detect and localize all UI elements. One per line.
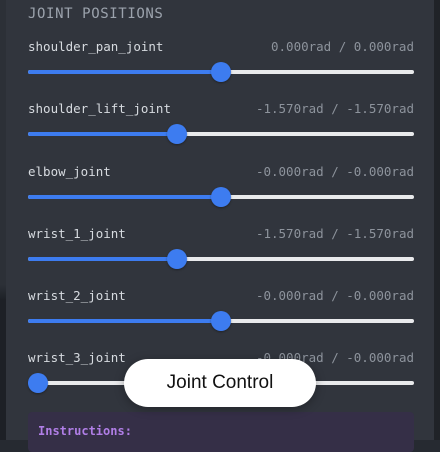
slider-thumb[interactable]	[28, 373, 48, 393]
joint-value: -1.570rad / -1.570rad	[255, 226, 414, 241]
joint-row-wrist-2: wrist_2_joint -0.000rad / -0.000rad	[28, 288, 414, 340]
slider-thumb[interactable]	[167, 124, 188, 144]
joint-value: -1.570rad / -1.570rad	[255, 101, 414, 116]
joint-row-elbow: elbow_joint -0.000rad / -0.000rad	[28, 164, 414, 216]
joint-name: elbow_joint	[28, 164, 111, 179]
joint-row-shoulder-pan: shoulder_pan_joint 0.000rad / 0.000rad	[28, 39, 414, 91]
panel-title: JOINT POSITIONS	[28, 6, 164, 22]
slider-fill	[28, 70, 221, 74]
slider-thumb[interactable]	[211, 187, 231, 207]
joint-name: shoulder_lift_joint	[28, 101, 171, 116]
joint-name: shoulder_pan_joint	[28, 39, 164, 54]
elbow-slider[interactable]	[28, 186, 414, 208]
joint-row-shoulder-lift: shoulder_lift_joint -1.570rad / -1.570ra…	[28, 101, 414, 153]
slider-fill	[28, 132, 178, 136]
wrist-2-slider[interactable]	[28, 310, 414, 332]
shoulder-lift-slider[interactable]	[28, 123, 414, 145]
slider-fill	[28, 257, 178, 261]
instructions-box: Instructions:	[28, 412, 414, 452]
joint-value: -0.000rad / -0.000rad	[255, 164, 414, 179]
toast-notification: Joint Control	[124, 359, 316, 407]
slider-fill	[28, 319, 221, 323]
joint-name: wrist_2_joint	[28, 288, 126, 303]
slider-track	[28, 257, 414, 261]
joint-value: -0.000rad / -0.000rad	[255, 288, 414, 303]
background-edge-right	[434, 0, 440, 440]
joint-row-wrist-1: wrist_1_joint -1.570rad / -1.570rad	[28, 226, 414, 278]
wrist-1-slider[interactable]	[28, 248, 414, 270]
slider-track	[28, 132, 414, 136]
joint-name: wrist_3_joint	[28, 350, 126, 365]
joint-name: wrist_1_joint	[28, 226, 126, 241]
slider-thumb[interactable]	[211, 311, 231, 331]
slider-fill	[28, 195, 221, 199]
slider-thumb[interactable]	[211, 62, 231, 82]
background-edge-left	[0, 0, 6, 440]
slider-thumb[interactable]	[167, 249, 188, 269]
shoulder-pan-slider[interactable]	[28, 61, 414, 83]
toast-label: Joint Control	[166, 372, 274, 393]
joint-value: 0.000rad / 0.000rad	[271, 39, 414, 54]
instructions-label: Instructions:	[38, 424, 132, 438]
